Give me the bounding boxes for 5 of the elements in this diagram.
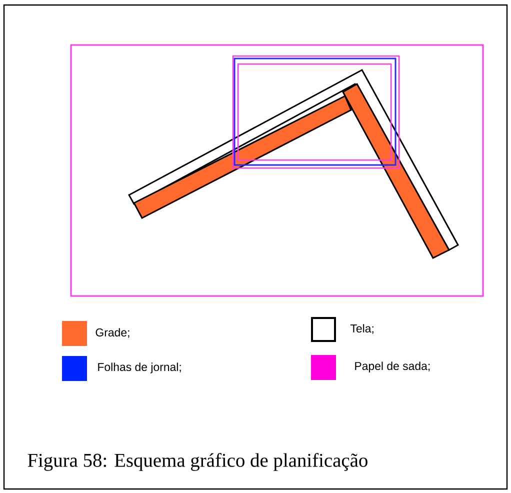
legend-text: Grade; [96,328,130,338]
legend-text: Papel de sada; [355,362,430,372]
legend-text: Folhas de jornal; [98,362,181,374]
legend-text: Tela; [350,324,374,334]
caption: Figura 58: Esquema gráfico de planificação [28,453,368,471]
